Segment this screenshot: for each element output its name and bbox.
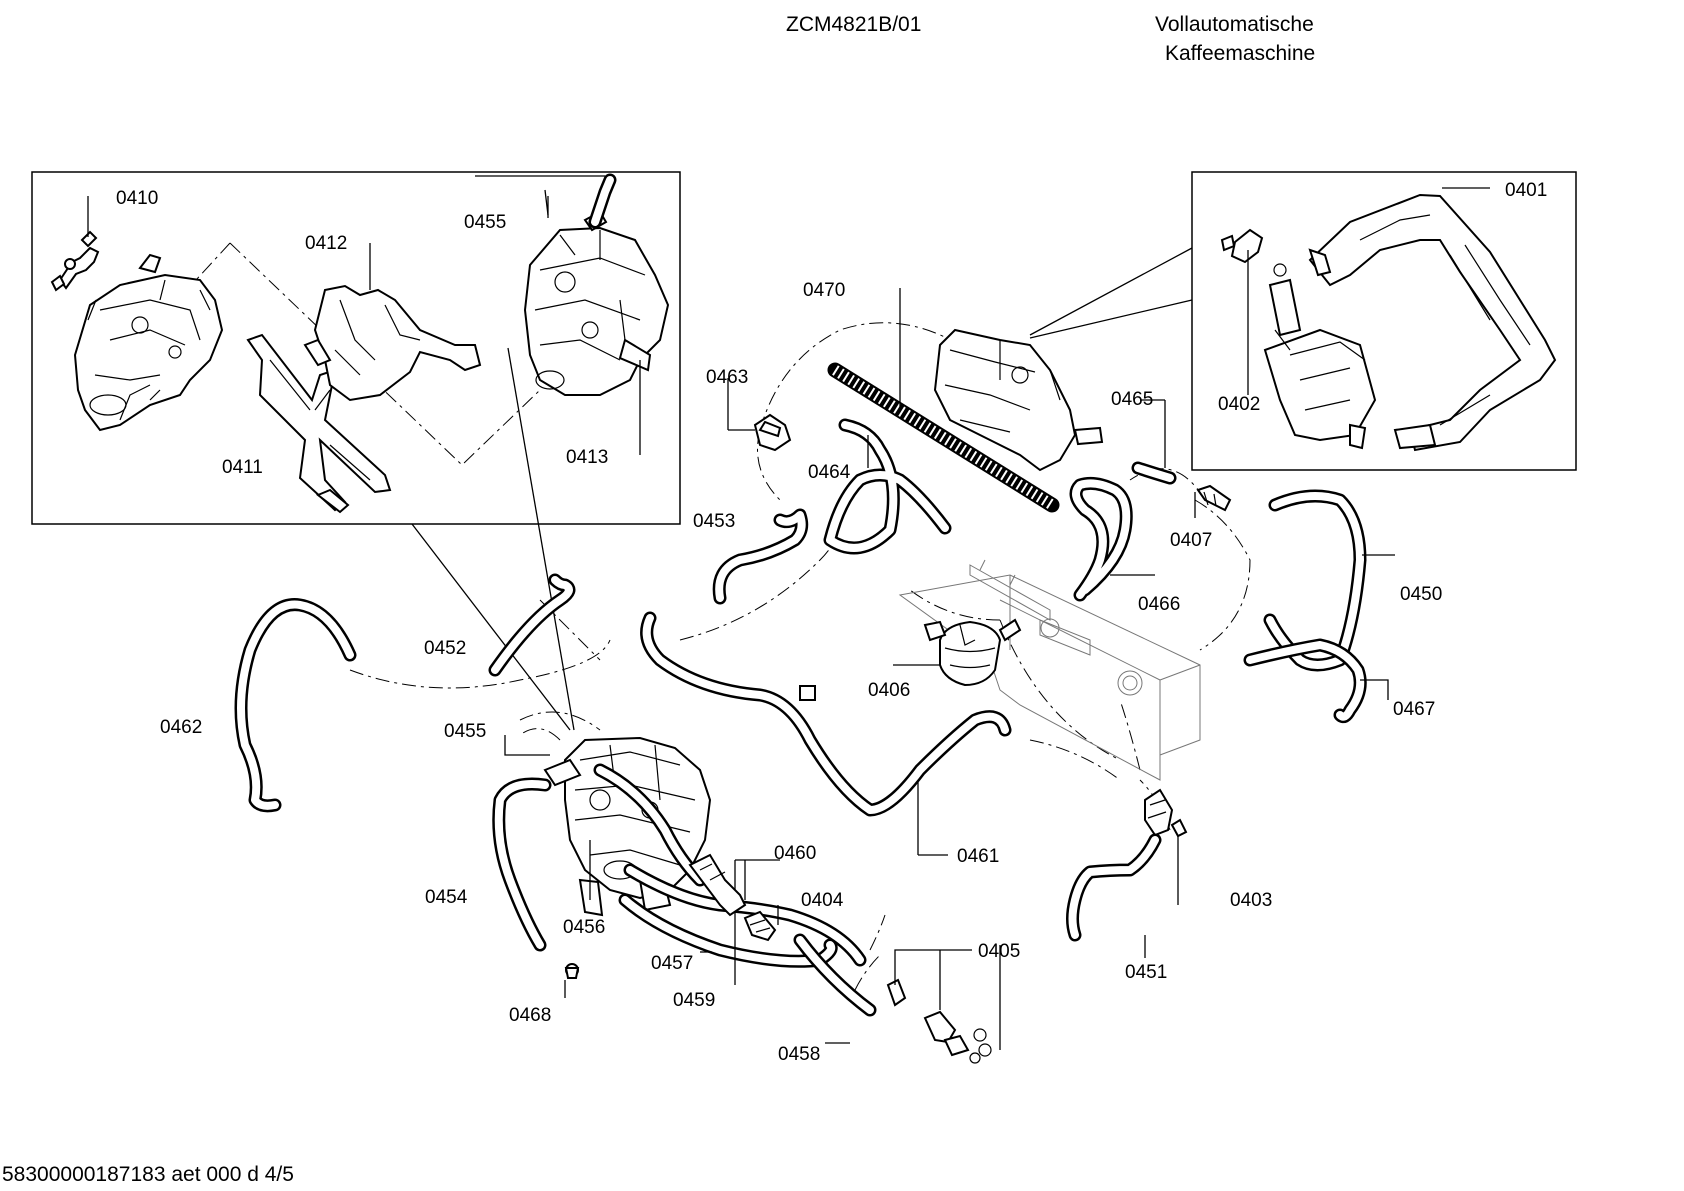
assembly-line-0450 [1129,468,1251,651]
label-0465: 0465 [1111,389,1153,410]
callout-line-box-right-a [1029,247,1193,336]
label-0407: 0407 [1170,530,1212,551]
label-0459: 0459 [673,990,715,1011]
label-0461: 0461 [957,846,999,867]
description-line1: Vollautomatische [1155,13,1314,36]
leader-0455-top-shape [475,175,605,216]
label-0467: 0467 [1393,699,1435,720]
label-0458: 0458 [778,1044,820,1065]
callout-line-box-right-b [1029,299,1193,339]
callout-line-box-left-a [411,523,571,731]
part-thermoblock-left [73,253,224,432]
machine-base-housing [898,559,1201,781]
label-0404: 0404 [801,890,844,911]
label-0453: 0453 [693,511,735,532]
part-0413-thermoblock [523,210,670,396]
label-0460: 0460 [774,843,816,864]
label-0450: 0450 [1400,584,1442,605]
label-0452: 0452 [424,638,466,659]
part-0411-bracket [246,333,392,514]
part-0463-elbow [727,378,792,452]
leader-0465 [1140,399,1166,468]
label-0464: 0464 [808,462,851,483]
label-0403: 0403 [1230,890,1272,911]
description-line2: Kaffeemaschine [1165,42,1315,65]
label-0455-top: 0455 [464,212,506,233]
part-0407-connector [1194,484,1232,518]
assembly-line-0455 [519,711,601,741]
label-0413: 0413 [566,447,608,468]
part-main-thermoblock [543,736,712,917]
leader-0455-mid [504,735,550,756]
model-number: ZCM4821B/01 [786,13,921,36]
label-0468: 0468 [509,1005,551,1026]
callout-line-box-left-b [507,347,575,731]
label-0402: 0402 [1218,394,1260,415]
part-0401-bracket [1308,187,1557,452]
label-0401: 0401 [1505,180,1547,201]
part-0403-valve [1144,788,1188,905]
part-0406-accumulator [893,618,1022,687]
label-0457: 0457 [651,953,693,974]
label-0405: 0405 [978,941,1020,962]
label-0451: 0451 [1125,962,1167,983]
label-0462: 0462 [160,717,202,738]
part-hose-clip [799,685,816,701]
label-0455-mid: 0455 [444,721,486,742]
label-0470: 0470 [803,280,845,301]
label-0406: 0406 [868,680,910,701]
label-0463: 0463 [706,367,748,388]
label-0456: 0456 [563,917,605,938]
part-0402-pump [1220,228,1377,450]
part-0470-spring [827,288,1060,513]
part-0404-connector [743,905,779,942]
document-code: 58300000187183 aet 000 d 4/5 [2,1163,294,1186]
assembly-line-0405 [854,914,886,991]
part-0412-bracket [303,284,482,402]
assembly-line-0461 [679,519,841,641]
label-0411: 0411 [222,457,263,478]
part-0410-sensor [50,196,100,292]
part-0460-valve [688,853,780,917]
part-0405-fittings [886,945,1001,1064]
assembly-line-0406 [909,589,1141,771]
label-0466: 0466 [1138,594,1180,615]
leader-0467 [1360,679,1389,700]
part-valve-block [933,328,1104,472]
detail-box-pump [1191,171,1577,471]
part-0468-clip [564,963,580,998]
detail-box-thermoblock [31,171,681,525]
label-0410: 0410 [116,188,158,209]
label-0412: 0412 [305,233,347,254]
label-0454: 0454 [425,887,468,908]
